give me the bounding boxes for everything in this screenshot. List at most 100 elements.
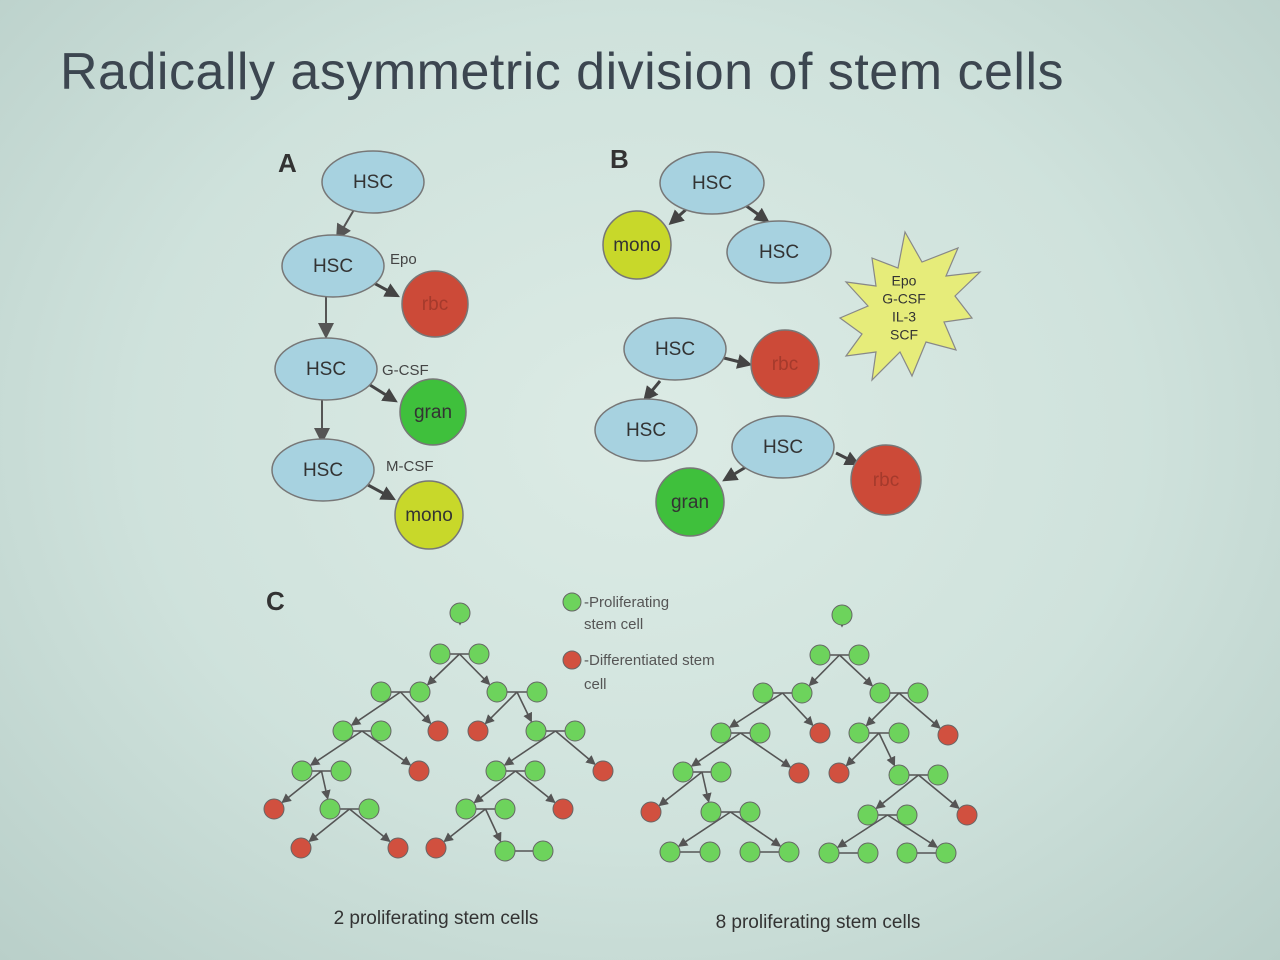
division-arrow [348, 808, 391, 843]
rbc-label: rbc [422, 294, 448, 315]
proliferating-cell [485, 760, 507, 782]
proliferating-cell [907, 682, 929, 704]
hsc-node: HSC [594, 398, 698, 462]
proliferating-cell [888, 722, 910, 744]
proliferating-cell [791, 682, 813, 704]
hsc-node: HSC [271, 438, 375, 502]
mono-cell: mono [602, 210, 672, 280]
division-arrow [875, 774, 919, 810]
division-arrow [690, 732, 741, 767]
lineage-tree-left [263, 602, 614, 862]
division-arrow [677, 811, 731, 847]
legend-proliferating-swatch [562, 592, 582, 612]
arrow-hsc4-mono [367, 483, 396, 501]
gran-cell: gran [399, 378, 467, 446]
factor-label: IL-3 [892, 309, 916, 325]
division-arrow [781, 692, 814, 727]
hsc-label: HSC [655, 339, 695, 360]
hsc-node: HSC [659, 151, 765, 215]
division-arrow [658, 771, 703, 807]
proliferating-cell [358, 798, 380, 820]
division-arrow [350, 691, 401, 726]
proliferating-cell [710, 761, 732, 783]
differentiated-cell [788, 762, 810, 784]
gran-label: gran [671, 492, 709, 513]
proliferating-cell [778, 841, 800, 863]
arrow-hsc3-gran [369, 383, 398, 403]
gran-label: gran [414, 402, 452, 423]
proliferating-cell [699, 841, 721, 863]
proliferating-cell [468, 643, 490, 665]
division-arrow [836, 814, 888, 848]
panel-b-label: B [610, 144, 629, 174]
differentiated-cell [467, 720, 489, 742]
hsc-node: HSC [321, 150, 425, 214]
growth-factor-starburst: Epo G-CSF IL-3 SCF [838, 230, 982, 382]
proliferating-cell [319, 798, 341, 820]
proliferating-cell [848, 722, 870, 744]
proliferating-cell [370, 681, 392, 703]
differentiated-cell [592, 760, 614, 782]
division-arrow [808, 654, 841, 687]
proliferating-cell [896, 842, 918, 864]
division-arrow [308, 808, 351, 843]
proliferating-cell [739, 801, 761, 823]
factor-gcsf-label: G-CSF [382, 362, 429, 379]
division-arrow [515, 770, 556, 804]
legend-differentiated-label: -Differentiated stem [584, 652, 715, 669]
factor-mcsf-label: M-CSF [386, 458, 434, 475]
factor-epo-label: Epo [390, 251, 417, 268]
factor-label: G-CSF [882, 291, 926, 307]
rbc-cell: rbc [401, 270, 469, 338]
proliferating-cell [848, 644, 870, 666]
proliferating-cell [700, 801, 722, 823]
division-arrow [361, 730, 412, 766]
differentiated-cell [263, 798, 285, 820]
arrow-hsc1-hsc2 [335, 207, 356, 241]
proliferating-cell [486, 681, 508, 703]
proliferating-cell [888, 764, 910, 786]
division-arrow [399, 691, 432, 725]
proliferating-cell [449, 602, 471, 624]
differentiated-cell [937, 724, 959, 746]
panel-b: B HSC mono HSC HSC rbc HSC [594, 144, 982, 537]
division-arrow [740, 732, 792, 768]
division-arrow [845, 732, 880, 767]
differentiated-cell [387, 837, 409, 859]
slide-title: Radically asymmetric division of stem ce… [60, 43, 1064, 101]
division-arrow [554, 730, 596, 765]
proliferating-cell [494, 840, 516, 862]
proliferating-cell [409, 681, 431, 703]
mono-label: mono [405, 505, 453, 526]
arrow-hsc-rbc [723, 354, 753, 369]
division-arrow [443, 808, 486, 843]
differentiated-cell [290, 837, 312, 859]
factor-label: SCF [890, 327, 918, 343]
differentiated-cell [408, 760, 430, 782]
proliferating-cell [429, 643, 451, 665]
proliferating-cell [455, 798, 477, 820]
differentiated-cell [828, 762, 850, 784]
proliferating-cell [332, 720, 354, 742]
division-arrow [865, 692, 900, 727]
rbc-label: rbc [873, 470, 899, 491]
hsc-label: HSC [626, 420, 666, 441]
proliferating-cell [896, 804, 918, 826]
legend-differentiated-label-2: cell [584, 676, 607, 693]
legend-proliferating-label-2: stem cell [584, 616, 643, 633]
arrow-hsc-gran [722, 465, 747, 482]
gran-cell: gran [655, 467, 725, 537]
proliferating-cell [749, 722, 771, 744]
proliferating-cell [752, 682, 774, 704]
panel-a: A HSC HSC HSC HSC Epo G-CSF M-CSF [271, 148, 469, 550]
hsc-label: HSC [759, 242, 799, 263]
rbc-cell: rbc [750, 329, 820, 399]
hsc-node: HSC [726, 220, 832, 284]
legend: -Proliferating stem cell -Differentiated… [562, 592, 715, 693]
division-arrow [701, 771, 712, 803]
proliferating-cell [869, 682, 891, 704]
hsc-label: HSC [692, 173, 732, 194]
proliferating-cell [524, 760, 546, 782]
rbc-cell: rbc [850, 444, 922, 516]
